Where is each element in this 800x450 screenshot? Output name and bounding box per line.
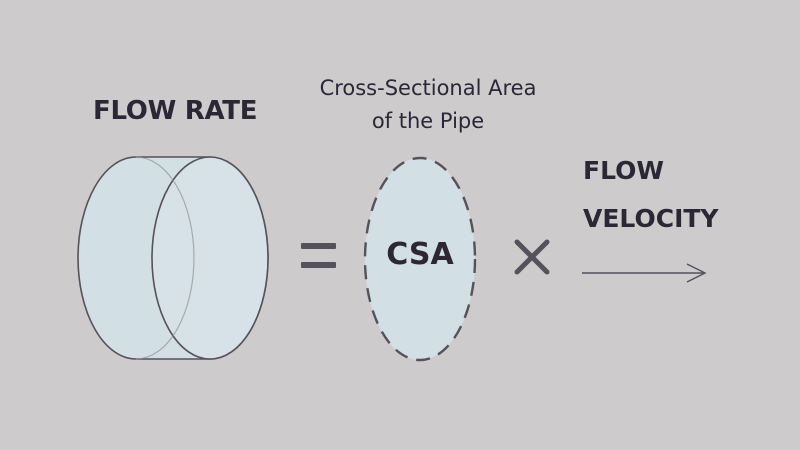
equals-icon: [301, 243, 336, 268]
velocity-title-line2: VELOCITY: [583, 204, 719, 233]
cylinder-front-face: [151, 156, 269, 360]
cylinder-shape: [77, 156, 269, 360]
cross-section-ellipse: [363, 156, 477, 362]
csa-label: CSA: [386, 237, 454, 272]
cross-section-title: Cross-Sectional Area of the Pipe: [319, 76, 537, 133]
cylinder-hidden-edge: [135, 156, 195, 360]
multiply-icon: [514, 239, 550, 275]
velocity-title-line1: FLOW: [583, 156, 664, 185]
velocity-arrow-icon: [582, 263, 707, 283]
flow-rate-title: FLOW RATE: [93, 96, 258, 126]
